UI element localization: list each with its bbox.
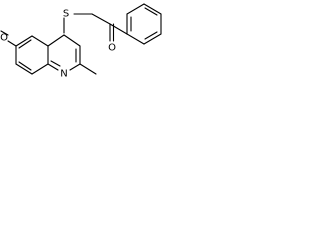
bond	[91, 13, 111, 25]
methoxy-group	[0, 30, 17, 47]
sulfur-label: S	[63, 9, 69, 20]
bond	[69, 63, 81, 71]
bond	[0, 30, 9, 36]
bond	[47, 34, 65, 47]
bond	[31, 63, 49, 75]
benzo-ring	[15, 35, 49, 75]
phenyl-ring	[126, 3, 162, 45]
bond	[18, 61, 32, 71]
ketone-linker	[73, 13, 128, 42]
bond	[143, 3, 162, 15]
bond	[109, 23, 128, 35]
ring-nitrogen-label: N	[60, 69, 67, 80]
ether-oxygen-label: O	[0, 33, 8, 44]
bond	[144, 31, 158, 40]
bond	[18, 39, 32, 49]
bond	[7, 40, 17, 47]
chemical-structure: S O O N	[0, 3, 162, 80]
bond	[79, 63, 97, 75]
bond	[50, 60, 61, 67]
bond	[126, 33, 145, 45]
bond	[15, 35, 33, 47]
carbonyl-oxygen-label: O	[108, 43, 116, 54]
bond	[15, 63, 33, 75]
bond	[144, 7, 158, 16]
pyridine-ring	[47, 34, 97, 75]
bond	[63, 34, 81, 47]
bond	[31, 35, 49, 47]
bond	[47, 63, 59, 71]
bond	[126, 3, 145, 15]
bond	[143, 33, 162, 45]
